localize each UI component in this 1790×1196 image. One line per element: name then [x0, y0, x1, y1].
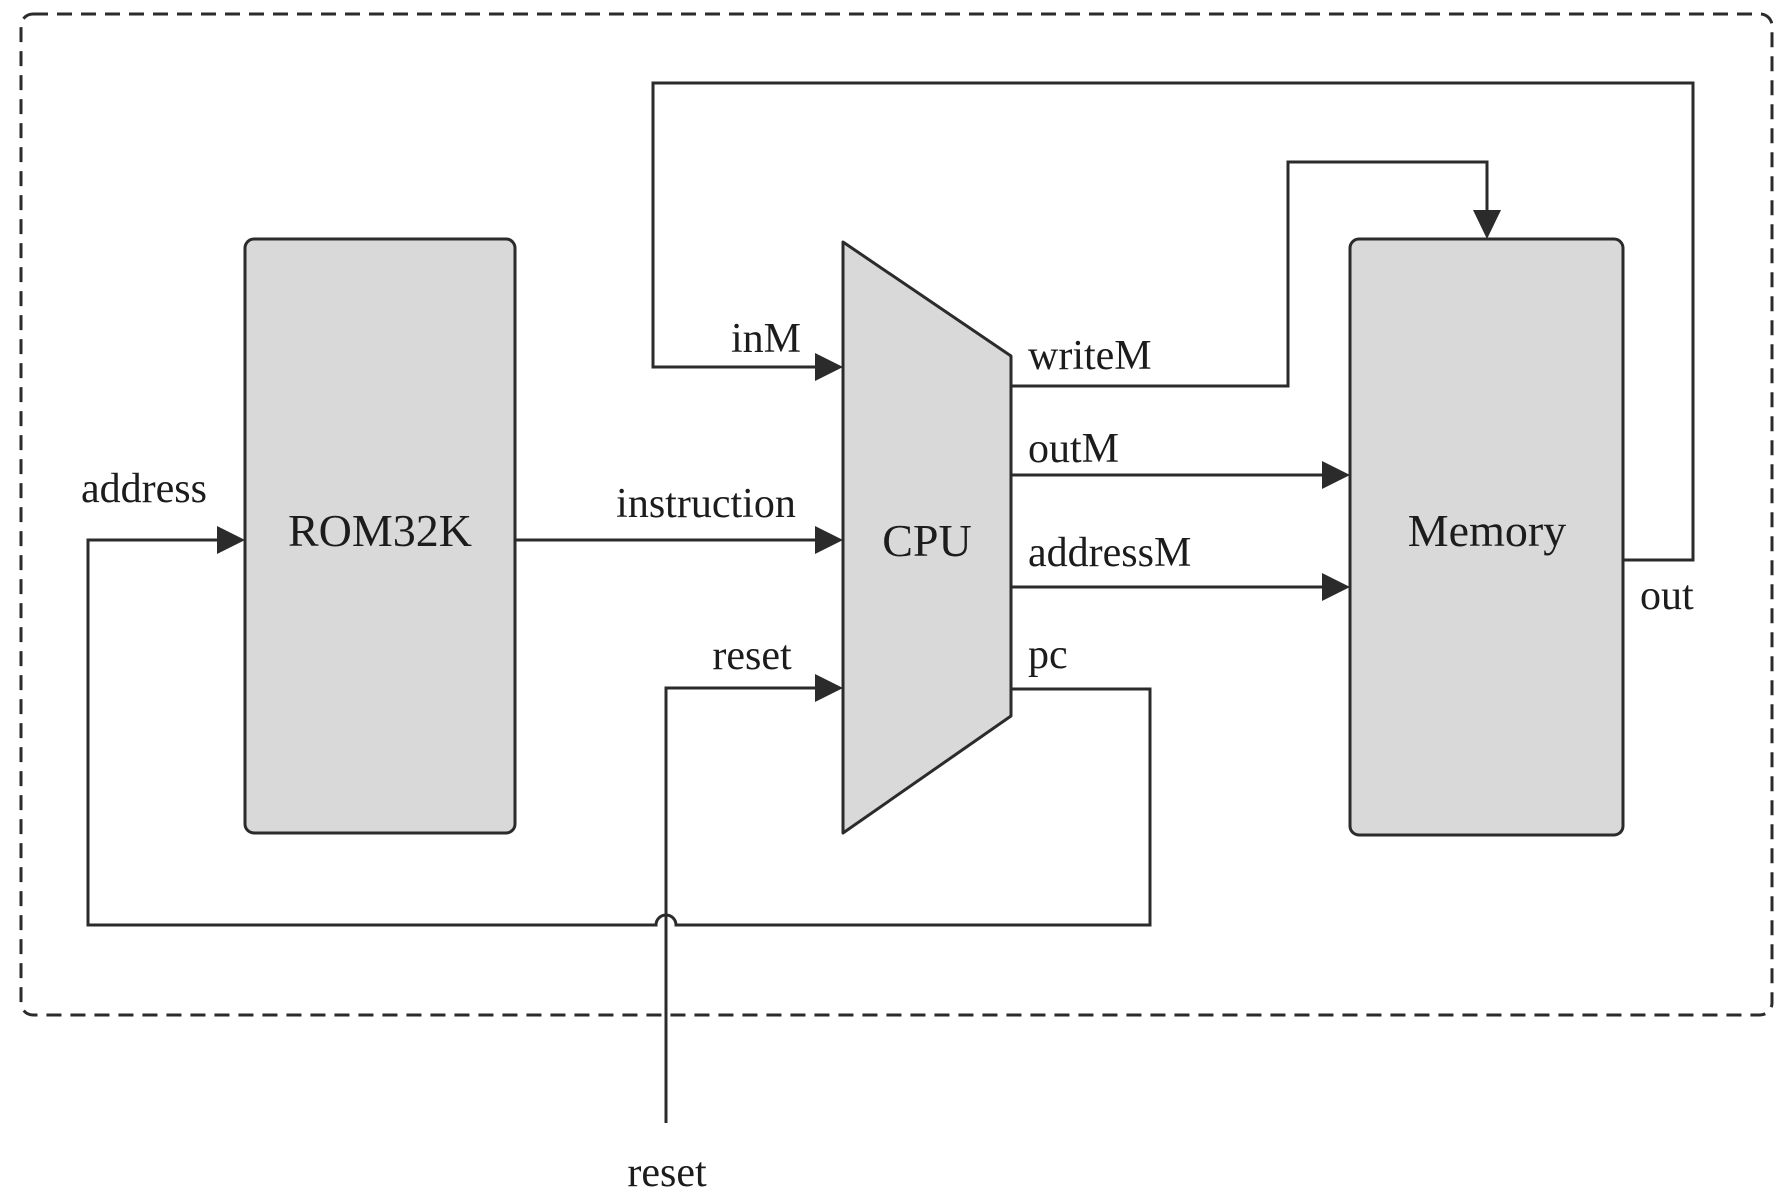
rom32k-label: ROM32K: [288, 505, 472, 556]
memory-block: [1348, 237, 1625, 837]
cpu-label: CPU: [882, 515, 971, 566]
reset-in-label: reset: [712, 633, 792, 679]
rom32k-block: [243, 237, 517, 835]
outM-label: outM: [1028, 426, 1119, 472]
inM-label: inM: [731, 316, 801, 362]
wire-reset: [664, 686, 818, 1123]
memory-label: Memory: [1408, 505, 1566, 556]
chip-boundary-dashed-box: [19, 12, 1774, 1017]
address-label: address: [81, 466, 207, 512]
out-label: out: [1640, 573, 1694, 619]
cpu-block: [841, 240, 1013, 835]
reset-external-label: reset: [627, 1150, 707, 1196]
instruction-label: instruction: [616, 481, 796, 527]
pc-label: pc: [1028, 632, 1068, 678]
arrowhead-addressM: [1322, 573, 1350, 601]
arrowhead-outM: [1322, 461, 1350, 489]
addressM-label: addressM: [1028, 530, 1191, 576]
wire-out-to-inM: [651, 81, 1695, 562]
arrowhead-inM: [815, 353, 843, 381]
arrowhead-reset: [815, 674, 843, 702]
wire-writeM: [1011, 160, 1489, 388]
writeM-label: writeM: [1028, 333, 1152, 379]
arrowhead-address: [217, 526, 245, 554]
arrowhead-instruction: [815, 526, 843, 554]
arrowhead-writeM: [1473, 210, 1501, 239]
